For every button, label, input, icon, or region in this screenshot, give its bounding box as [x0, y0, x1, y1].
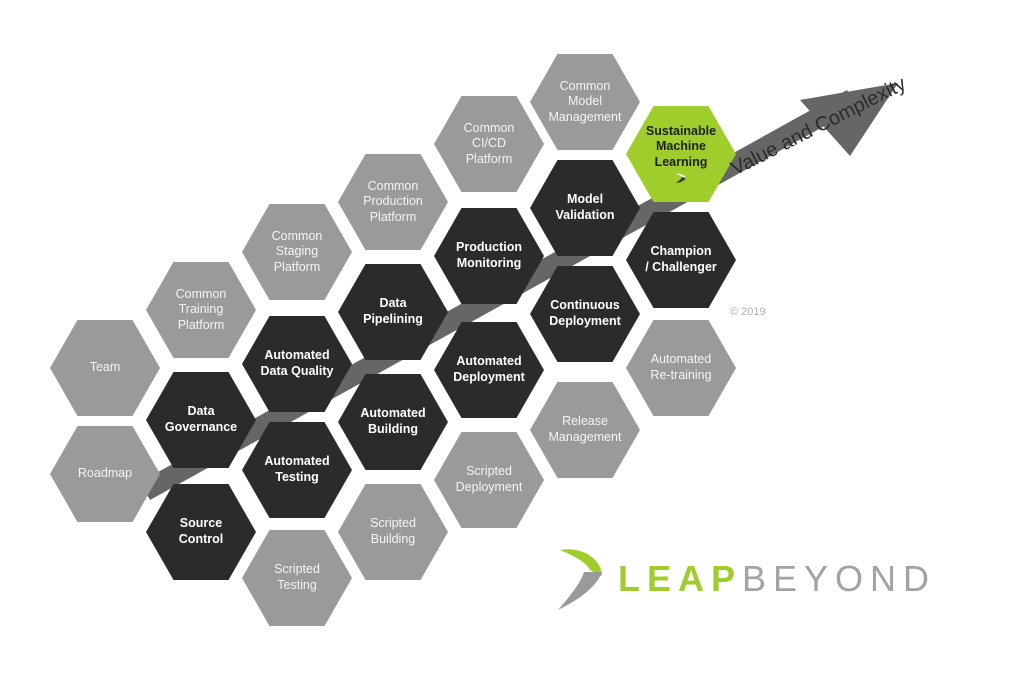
hex-label: Scripted Building — [370, 516, 416, 546]
hex-label: Continuous Deployment — [549, 298, 621, 328]
leap-beyond-logo-mark-icon — [558, 549, 602, 610]
hex-label: Champion / Challenger — [645, 244, 717, 274]
hex-label: Roadmap — [77, 466, 133, 481]
logo-wordmark: LEAPBEYOND — [618, 558, 936, 600]
hex-label: Common Production Platform — [363, 178, 423, 224]
hex-automated-data-quality: Automated Data Quality — [242, 316, 352, 412]
hex-label: Automated Deployment — [453, 354, 525, 384]
hex-scripted-testing: Scripted Testing — [242, 530, 352, 626]
hex-common-production-platform: Common Production Platform — [338, 154, 448, 250]
hex-label: Data Pipelining — [363, 296, 423, 326]
hex-data-pipelining: Data Pipelining — [338, 264, 448, 360]
logo-word-leap: LEAP — [618, 558, 743, 599]
hex-automated-building: Automated Building — [338, 374, 448, 470]
hex-common-staging-platform: Common Staging Platform — [242, 204, 352, 300]
logo-word-beyond: BEYOND — [742, 558, 937, 599]
hex-label: Source Control — [178, 516, 224, 546]
hex-label: Release Management — [548, 414, 622, 444]
hex-label: Automated Testing — [264, 454, 330, 484]
hex-label: Common Model Management — [548, 78, 622, 124]
copyright-text: © 2019 — [730, 306, 766, 318]
leap-mark-icon — [676, 174, 686, 184]
hex-label: Automated Data Quality — [260, 348, 334, 378]
arrow-head — [800, 83, 898, 156]
hex-label: Common Training Platform — [175, 286, 227, 332]
leap-beyond-logo: LEAPBEYOND — [540, 536, 940, 626]
hex-label: Scripted Testing — [274, 562, 320, 592]
hex-label: Scripted Deployment — [455, 464, 523, 494]
hex-label: Model Validation — [555, 192, 615, 222]
hex-label: Common Staging Platform — [271, 228, 323, 274]
hex-label: Automated Re-training — [650, 352, 712, 382]
hex-label: Automated Building — [360, 406, 426, 436]
hex-label: Data Governance — [164, 404, 238, 434]
hex-label: Production Monitoring — [456, 240, 522, 270]
hex-label: Sustainable Machine Learning — [645, 123, 717, 169]
hex-label: Common CI/CD Platform — [463, 120, 515, 166]
hex-scripted-building: Scripted Building — [338, 484, 448, 580]
hex-automated-testing: Automated Testing — [242, 422, 352, 518]
hex-label: Team — [89, 360, 121, 375]
